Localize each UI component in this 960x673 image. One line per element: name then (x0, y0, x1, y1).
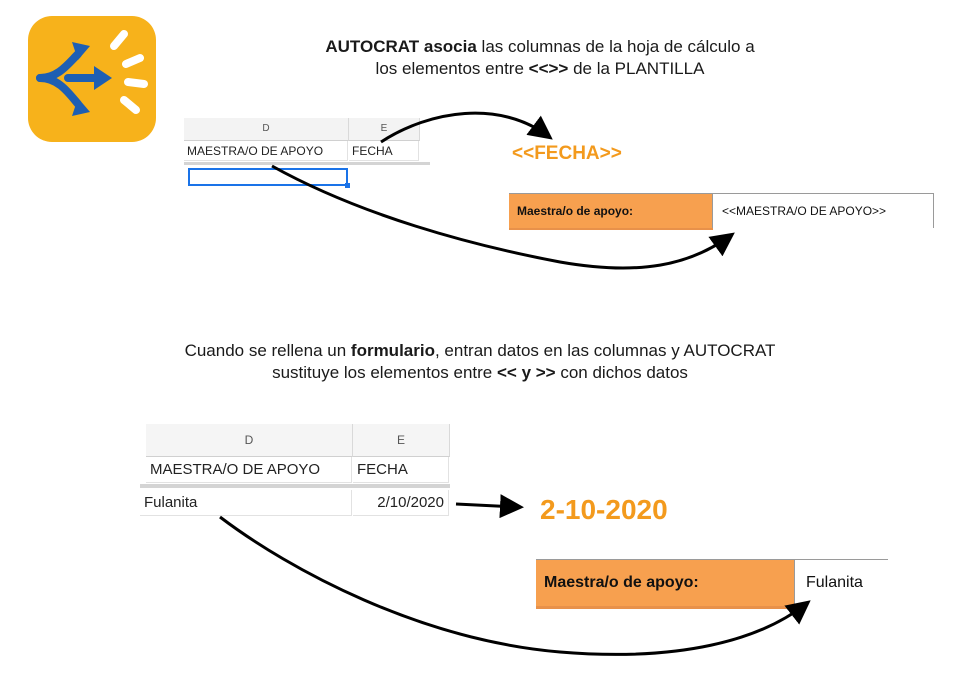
cell-header-fecha[interactable]: FECHA (353, 457, 449, 483)
cell-value-maestra[interactable]: Fulanita (140, 490, 352, 516)
frozen-row-divider (184, 162, 430, 165)
column-header-d[interactable]: D (184, 118, 349, 141)
template-value-top: <<MAESTRA/O DE APOYO>> (714, 194, 934, 228)
caption-bottom: Cuando se rellena un formulario, entran … (90, 340, 870, 384)
template-label-bottom: Maestra/o de apoyo: (536, 560, 795, 606)
caption-bottom-line2-pre: sustituye los elementos entre (272, 363, 497, 382)
caption-bottom-text1: Cuando se rellena un (184, 341, 351, 360)
fecha-filled-value: 2-10-2020 (540, 494, 668, 525)
caption-top-bold: AUTOCRAT asocia (325, 37, 477, 56)
spreadsheet-bottom: D E MAESTRA/O DE APOYO FECHA Fulanita 2/… (140, 424, 450, 524)
template-label-underline (509, 228, 713, 230)
template-row-top: Maestra/o de apoyo: <<MAESTRA/O DE APOYO… (509, 193, 934, 230)
autocrat-logo-icon (36, 30, 148, 116)
frozen-row-divider (140, 484, 450, 488)
cell-header-maestra[interactable]: MAESTRA/O DE APOYO (184, 141, 348, 161)
caption-top-text: las columnas de la hoja de cálculo a (476, 37, 755, 56)
caption-top-line2-post: de la PLANTILLA (568, 59, 705, 78)
caption-top-line2-bold: <<>> (528, 59, 569, 78)
caption-top-line2-pre: los elementos entre (375, 59, 529, 78)
column-header-e[interactable]: E (353, 424, 450, 457)
template-label-underline (536, 606, 795, 609)
cell-value-fecha[interactable]: 2/10/2020 (353, 490, 449, 516)
caption-bottom-text2: , entran datos en las columnas y AUTOCRA… (434, 341, 776, 360)
template-value-bottom: Fulanita (806, 574, 863, 591)
arrow-fecha-bottom (455, 494, 524, 519)
column-header-d[interactable]: D (146, 424, 353, 457)
spreadsheet-top: D E MAESTRA/O DE APOYO FECHA (184, 118, 430, 192)
template-row-bottom: Maestra/o de apoyo: Fulanita (536, 559, 888, 610)
caption-bottom-line2-bold: << y >> (496, 363, 556, 382)
caption-bottom-bold: formulario (350, 341, 435, 360)
fecha-placeholder-tag: <<FECHA>> (512, 143, 622, 164)
cell-header-fecha[interactable]: FECHA (349, 141, 419, 161)
column-header-e[interactable]: E (349, 118, 420, 141)
selected-cell[interactable] (188, 168, 350, 188)
cell-header-maestra[interactable]: MAESTRA/O DE APOYO (146, 457, 352, 483)
caption-bottom-line2-post: con dichos datos (555, 363, 688, 382)
autocrat-logo (28, 16, 156, 142)
caption-top: AUTOCRAT asocia las columnas de la hoja … (200, 36, 880, 80)
template-label-top: Maestra/o de apoyo: (509, 194, 713, 228)
